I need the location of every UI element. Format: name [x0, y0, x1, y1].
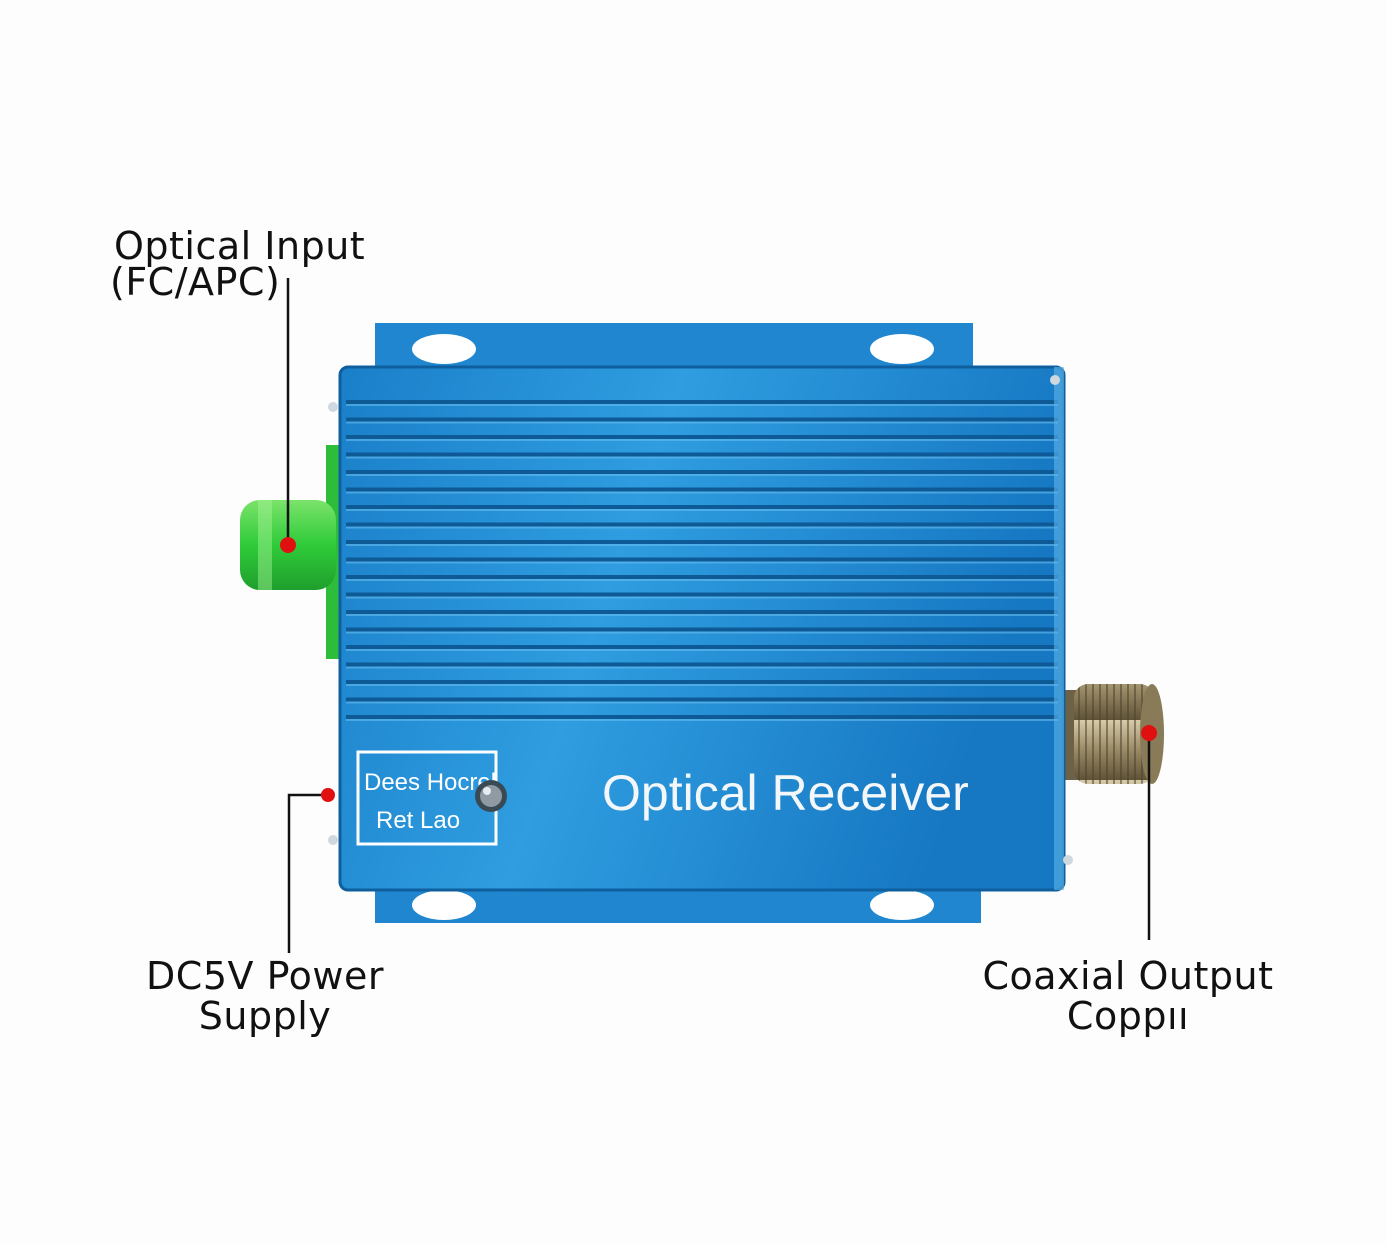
fin-groove	[346, 645, 1058, 649]
power-marker	[321, 788, 335, 802]
fin-highlight	[346, 614, 1058, 616]
fin-groove	[346, 662, 1058, 667]
brand-title: Optical Receiver	[602, 765, 969, 821]
fin-groove	[346, 417, 1058, 422]
fin-groove	[346, 557, 1058, 562]
power-title: DC5V Power	[146, 954, 384, 998]
fin-highlight	[346, 544, 1058, 546]
fc-apc-connector	[240, 445, 350, 659]
fin-highlight	[346, 579, 1058, 581]
fin-highlight	[346, 439, 1058, 441]
optical-input-subtitle: (FC/APC)	[110, 260, 281, 304]
optical-input-marker	[280, 537, 296, 553]
fin-highlight	[346, 509, 1058, 511]
power-led	[475, 780, 507, 812]
fin-groove	[346, 680, 1058, 684]
fin-groove	[346, 592, 1058, 597]
fin-groove	[346, 715, 1058, 719]
fin-highlight	[346, 649, 1058, 651]
heatsink-fins	[346, 400, 1058, 721]
coax-subtitle: Coppıı	[1066, 994, 1190, 1038]
fin-groove	[346, 610, 1058, 614]
optical-input-callout: Optical Input (FC/APC)	[110, 226, 365, 302]
fin-groove	[346, 505, 1058, 509]
fin-highlight	[346, 474, 1058, 476]
fin-highlight	[346, 404, 1058, 406]
fin-highlight	[346, 561, 1058, 564]
power-subtitle: Supply	[198, 994, 332, 1038]
fin-highlight	[346, 684, 1058, 686]
coax-callout: Coaxial Output Coppıı	[978, 956, 1278, 1036]
fin-groove	[346, 470, 1058, 474]
fin-groove	[346, 452, 1058, 457]
receiver-body	[328, 365, 1073, 892]
panel-label-line2: Ret Lao	[376, 807, 460, 834]
fin-groove	[346, 575, 1058, 579]
fin-groove	[346, 435, 1058, 439]
fin-groove	[346, 627, 1058, 632]
power-callout: DC5V Power Supply	[140, 956, 390, 1036]
panel-label-line1: Dees Hocrel	[364, 769, 496, 796]
fin-highlight	[346, 719, 1058, 721]
fin-groove	[346, 697, 1058, 702]
fin-highlight	[346, 596, 1058, 599]
fin-highlight	[346, 631, 1058, 634]
optical-input-title: Optical Input	[114, 224, 366, 268]
leader-lines	[286, 278, 1151, 953]
fin-highlight	[346, 421, 1058, 424]
fin-highlight	[346, 456, 1058, 459]
fin-highlight	[346, 701, 1058, 704]
fin-groove	[346, 487, 1058, 492]
fin-groove	[346, 400, 1058, 404]
fin-highlight	[346, 526, 1058, 529]
fin-groove	[346, 522, 1058, 527]
fin-highlight	[346, 491, 1058, 494]
fin-highlight	[346, 666, 1058, 669]
fin-groove	[346, 540, 1058, 544]
coax-title: Coaxial Output	[982, 954, 1274, 998]
coax-marker	[1141, 725, 1157, 741]
